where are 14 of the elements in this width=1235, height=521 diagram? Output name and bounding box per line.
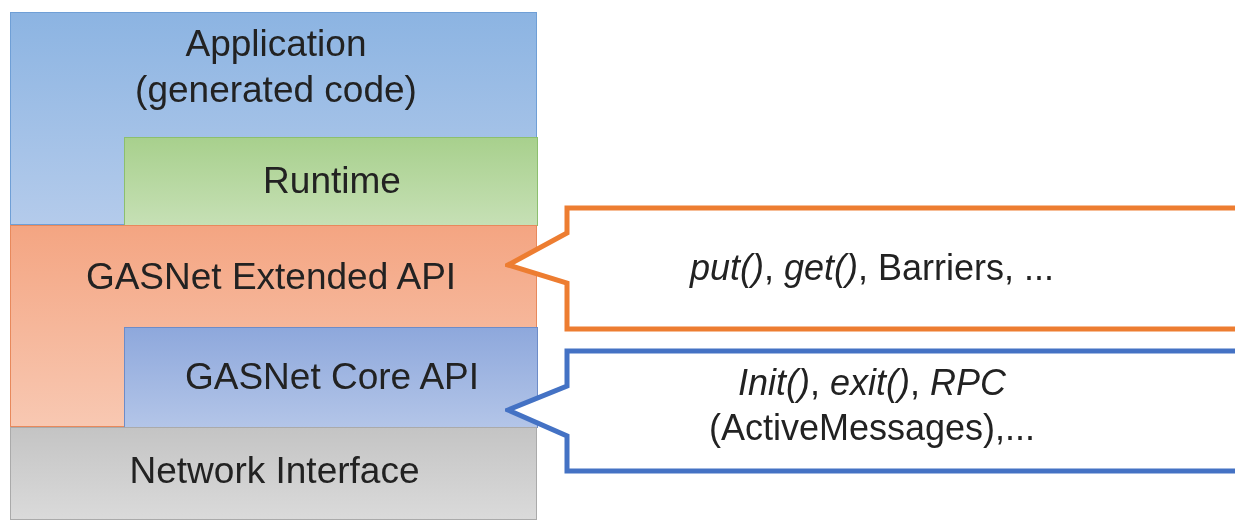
layer-label: Application (generated code) bbox=[134, 22, 418, 113]
callout-text: Init(), exit(), RPC (ActiveMessages),... bbox=[707, 361, 1037, 450]
layer-label: Network Interface bbox=[128, 449, 421, 493]
layer-label: GASNet Core API bbox=[183, 355, 481, 399]
application-layer bbox=[10, 12, 537, 225]
network-interface-layer bbox=[10, 427, 537, 520]
runtime-layer bbox=[124, 137, 538, 226]
core-api-layer bbox=[124, 327, 538, 428]
layer-label: Runtime bbox=[262, 159, 402, 203]
callout-text: put(), get(), Barriers, ... bbox=[688, 246, 1056, 290]
callout-box bbox=[505, 348, 1235, 474]
callout-box bbox=[505, 205, 1235, 332]
extended-api-layer bbox=[10, 225, 537, 427]
layer-label: GASNet Extended API bbox=[84, 255, 458, 299]
